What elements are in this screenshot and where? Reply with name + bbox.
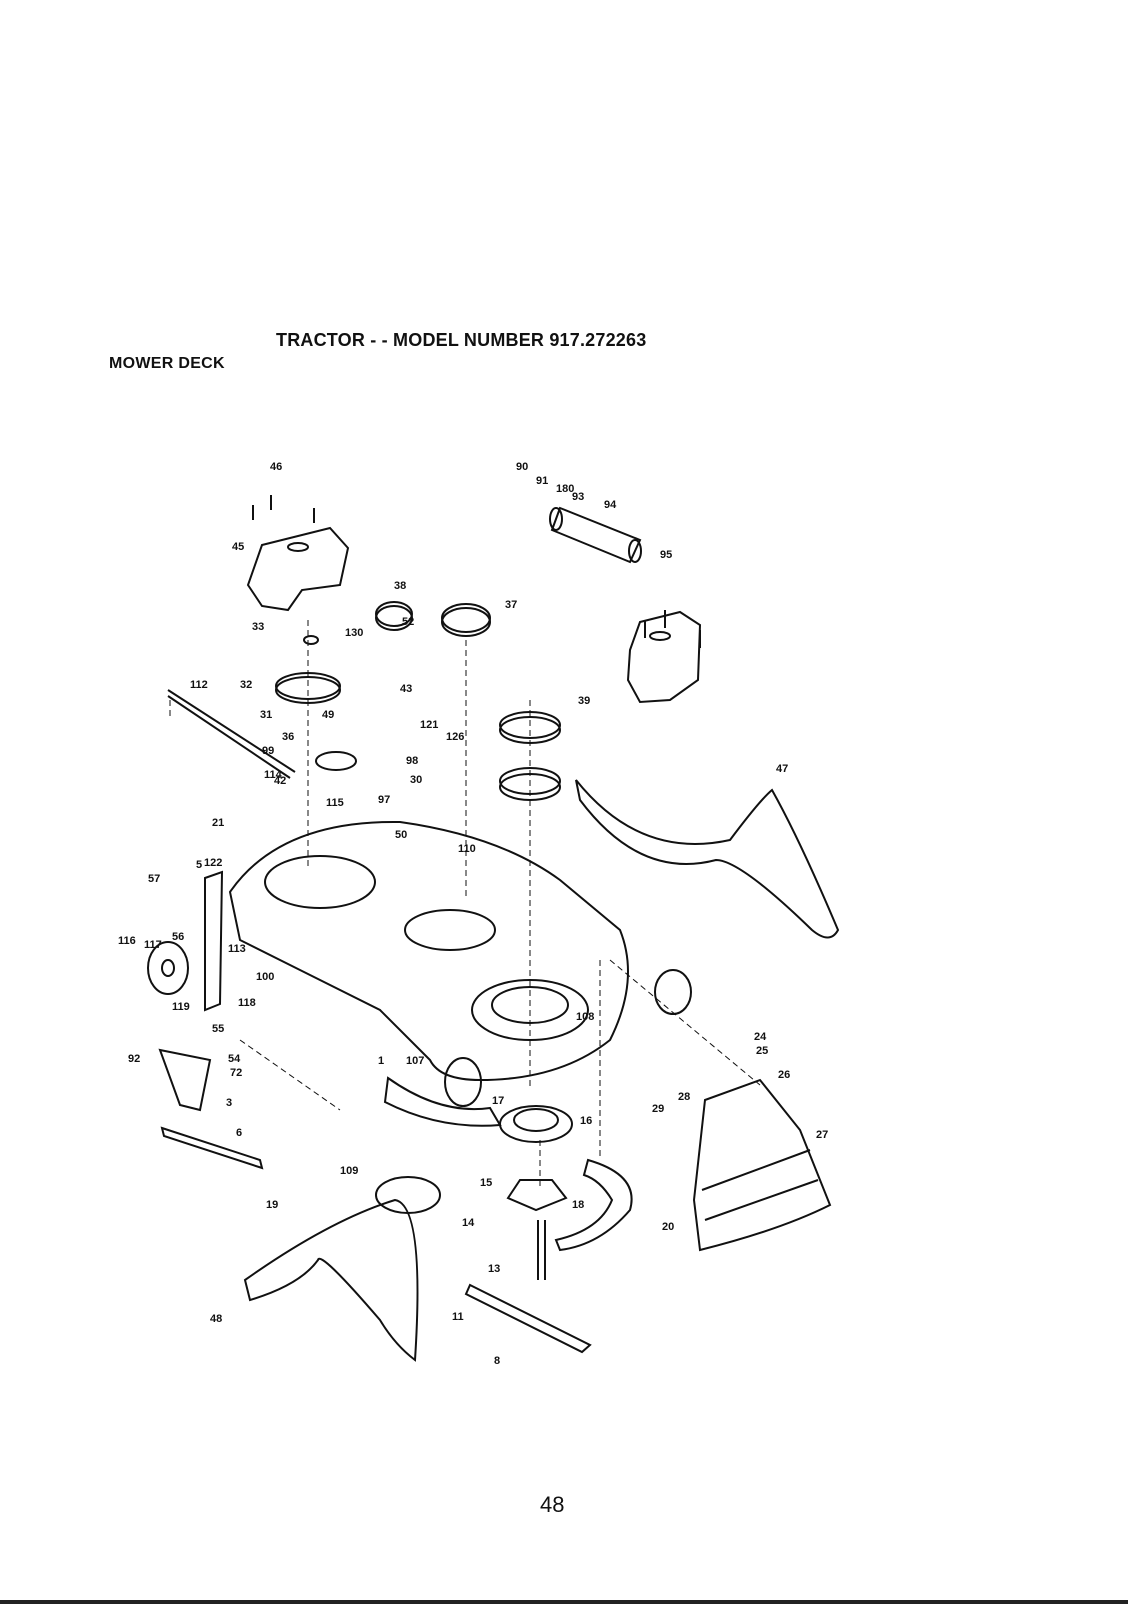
callout: 48 [210, 1313, 222, 1325]
callout: 11 [452, 1311, 464, 1323]
callout: 122 [204, 857, 222, 869]
pulley-99 [316, 752, 356, 770]
callout: 49 [322, 709, 334, 721]
callout: 1 [378, 1055, 384, 1067]
callout: 17 [492, 1095, 504, 1107]
callout: 52 [402, 616, 414, 628]
callout: 32 [240, 679, 252, 691]
callout: 33 [252, 621, 264, 633]
callout: 108 [576, 1011, 594, 1023]
callout: 121 [420, 719, 438, 731]
bearing-16 [500, 1106, 572, 1142]
callout: 91 [536, 475, 548, 487]
callout: 100 [256, 971, 274, 983]
pulley-cover-left [248, 528, 348, 610]
callout: 37 [505, 599, 517, 611]
callout: 13 [488, 1263, 500, 1275]
callout: 95 [660, 549, 672, 561]
spindle-housing-left [265, 856, 375, 908]
callout: 5 [196, 859, 202, 871]
callout: 20 [662, 1221, 674, 1233]
rod-112 [168, 690, 295, 772]
callout: 110 [458, 843, 476, 855]
roller-94 [552, 508, 640, 562]
callout: 16 [580, 1115, 592, 1127]
callout: 15 [480, 1177, 492, 1189]
callout: 39 [578, 695, 590, 707]
callout: 21 [212, 817, 224, 829]
callout: 6 [236, 1127, 242, 1139]
callout: 117 [144, 939, 162, 951]
idler-assembly [376, 1177, 440, 1213]
callout: 92 [128, 1053, 140, 1065]
callout: 99 [262, 745, 274, 757]
callout: 25 [756, 1045, 768, 1057]
bottom-rule [0, 1600, 1128, 1604]
callout: 56 [172, 931, 184, 943]
baffle-107 [385, 1078, 500, 1126]
callout: 72 [230, 1067, 242, 1079]
callout: 46 [270, 461, 282, 473]
callout: 30 [410, 774, 422, 786]
callout: 114 [264, 769, 283, 781]
callout: 115 [326, 797, 344, 809]
callout: 109 [340, 1165, 358, 1177]
belt-48 [245, 1200, 418, 1360]
callout: 24 [754, 1031, 767, 1043]
callout: 116 [118, 935, 136, 947]
callout: 19 [266, 1199, 278, 1211]
pulley-32b [500, 774, 560, 800]
callout: 26 [778, 1069, 790, 1081]
cover-hole [288, 543, 308, 551]
callout: 31 [260, 709, 272, 721]
callout: 97 [378, 794, 390, 806]
callout: 126 [446, 731, 464, 743]
callout: 119 [172, 1001, 190, 1013]
callout: 55 [212, 1023, 224, 1035]
gauge-wheel-right [655, 970, 691, 1014]
deflector-20 [556, 1160, 632, 1250]
callout: 130 [345, 627, 363, 639]
callout: 8 [494, 1355, 500, 1367]
callout: 43 [400, 683, 412, 695]
callout: 29 [652, 1103, 664, 1115]
callout: 27 [816, 1129, 828, 1141]
callout: 112 [190, 679, 208, 691]
callout: 36 [282, 731, 294, 743]
callout: 18 [572, 1199, 584, 1211]
callout: 98 [406, 755, 418, 767]
callout: 118 [238, 997, 256, 1009]
grass-chute-27 [694, 1080, 830, 1250]
callout: 94 [604, 499, 617, 511]
gauge-wheel-front [445, 1058, 481, 1106]
callout: 38 [394, 580, 406, 592]
callout: 93 [572, 491, 584, 503]
callout: 28 [678, 1091, 690, 1103]
callout: 113 [228, 943, 246, 955]
belt-47 [576, 780, 838, 938]
callout: 57 [148, 873, 160, 885]
callout: 54 [228, 1053, 241, 1065]
callout: 45 [232, 541, 244, 553]
callout: 47 [776, 763, 788, 775]
callout: 90 [516, 461, 528, 473]
callout: 3 [226, 1097, 232, 1109]
callout: 107 [406, 1055, 424, 1067]
callout: 50 [395, 829, 407, 841]
blade-11 [466, 1285, 590, 1352]
callout: 14 [462, 1217, 475, 1229]
callout-labels: 46 45 33 32 31 36 99 42 49 130 38 52 43 … [118, 461, 828, 1367]
page-number: 48 [540, 1492, 564, 1518]
